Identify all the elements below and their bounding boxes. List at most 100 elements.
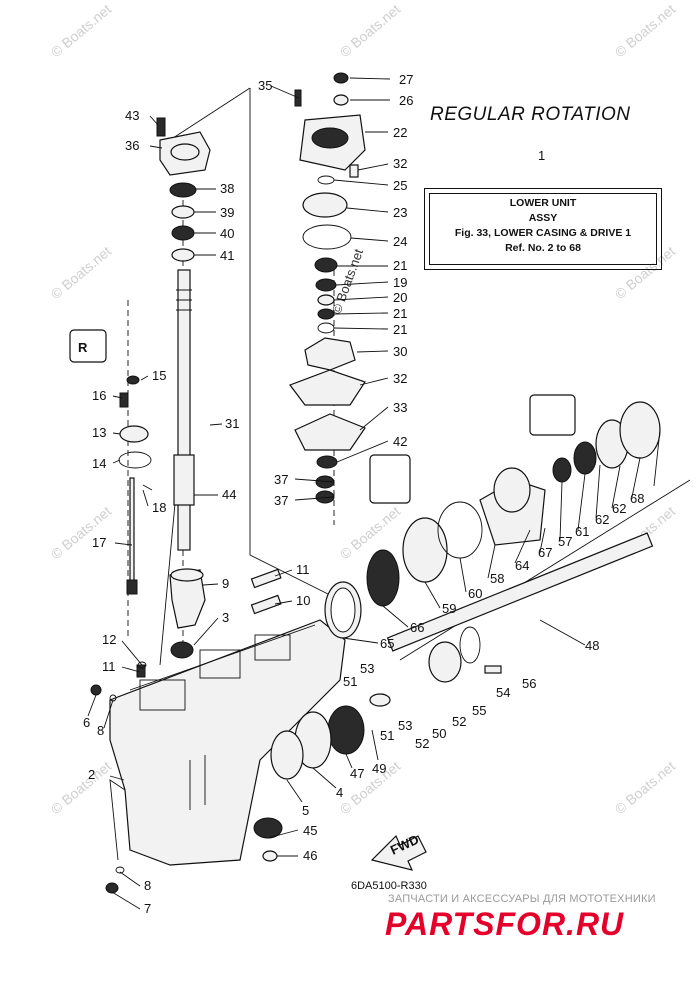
callout-63: 64 bbox=[515, 558, 529, 573]
callout-43: 43 bbox=[125, 108, 139, 123]
callout-29: 27 bbox=[399, 72, 413, 87]
reference-line-1: LOWER UNIT bbox=[509, 197, 577, 209]
callout-54: 54 bbox=[496, 685, 510, 700]
callout-57: 57 bbox=[558, 534, 572, 549]
callout-41: 41 bbox=[220, 248, 234, 263]
callout-44: 44 bbox=[222, 487, 236, 502]
callout-33: 33 bbox=[393, 400, 407, 415]
rotation-title: REGULAR ROTATION bbox=[430, 104, 631, 125]
brand-subtitle: ЗАПЧАСТИ И АКСЕССУАРЫ ДЛЯ МОТОТЕХНИКИ bbox=[388, 893, 656, 905]
callout-32: 32 bbox=[393, 371, 407, 386]
callout-52b: 52 bbox=[452, 714, 466, 729]
leader-lines bbox=[87, 77, 661, 910]
callout-39: 39 bbox=[220, 205, 234, 220]
callout-51b: 51 bbox=[380, 728, 394, 743]
callout-24: 22 bbox=[393, 125, 407, 140]
callout-16: 15 bbox=[152, 368, 166, 383]
callout-4: 4 bbox=[336, 785, 343, 800]
watermark: © Boats.net bbox=[48, 243, 115, 302]
watermark: © Boats.net bbox=[48, 503, 115, 562]
reference-line-2: ASSY bbox=[528, 212, 558, 224]
watermark: © Boats.net bbox=[48, 1, 115, 60]
callout-3: 3 bbox=[222, 610, 229, 625]
watermark: © Boats.net bbox=[612, 758, 679, 817]
callout-15: 14 bbox=[92, 456, 106, 471]
callout-36: 36 bbox=[125, 138, 139, 153]
callout-2: 2 bbox=[88, 767, 95, 782]
assembly-guide-lines bbox=[127, 87, 691, 666]
svg-text:R: R bbox=[78, 340, 88, 355]
callout-37b: 37 bbox=[274, 493, 288, 508]
callout-53b: 53 bbox=[398, 718, 412, 733]
callout-60: 60 bbox=[468, 586, 482, 601]
callout-37: 37 bbox=[274, 472, 288, 487]
callout-21b: 21 bbox=[393, 322, 407, 337]
callout-5: 5 bbox=[302, 803, 309, 818]
drive-shaft bbox=[173, 269, 195, 551]
callout-8: 8 bbox=[97, 723, 104, 738]
reference-line-3: Fig. 33, LOWER CASING & DRIVE 1 bbox=[454, 227, 632, 239]
callout-65: 66 bbox=[410, 620, 424, 635]
watermark: © Boats.net bbox=[337, 758, 404, 817]
callout-22: 21 bbox=[393, 306, 407, 321]
callout-66: 67 bbox=[538, 545, 552, 560]
callout-14: 13 bbox=[92, 425, 106, 440]
callout-27: 25 bbox=[393, 178, 407, 193]
callout-26: 24 bbox=[393, 234, 407, 249]
callout-53: 53 bbox=[360, 661, 374, 676]
callout-10: 10 bbox=[296, 593, 310, 608]
callout-20: 19 bbox=[393, 275, 407, 290]
callout-31: 31 bbox=[225, 416, 239, 431]
callout-8b: 8 bbox=[144, 878, 151, 893]
callout-62: 62 bbox=[595, 512, 609, 527]
callout-23: 21 bbox=[393, 258, 407, 273]
fwd-arrow: FWD bbox=[370, 832, 427, 871]
reference-line-4: Ref. No. 2 to 68 bbox=[505, 242, 581, 254]
callout-12: 11 bbox=[102, 659, 116, 674]
callout-40: 40 bbox=[220, 226, 234, 241]
callout-1: 1 bbox=[538, 148, 545, 163]
callout-51: 51 bbox=[343, 674, 357, 689]
callout-50: 50 bbox=[432, 726, 446, 741]
callout-13: 12 bbox=[102, 632, 116, 647]
callout-58: 58 bbox=[490, 571, 504, 586]
drawing-code: 6DA5100-R330 bbox=[351, 880, 427, 892]
callout-11: 11 bbox=[296, 562, 310, 577]
water-pump-stack bbox=[289, 72, 366, 504]
callout-19: 18 bbox=[152, 500, 166, 515]
callout-18: 17 bbox=[92, 535, 106, 550]
reference-box-inner: LOWER UNIT ASSY Fig. 33, LOWER CASING & … bbox=[429, 193, 657, 265]
watermark: © Boats.net bbox=[337, 503, 404, 562]
callout-7: 7 bbox=[144, 901, 151, 916]
shift-rod bbox=[126, 477, 138, 595]
callout-labels: 27 26 22 32 25 23 24 21 19 20 21 21 30 3… bbox=[83, 72, 644, 916]
callout-49: 49 bbox=[372, 761, 386, 776]
callout-48: 48 bbox=[585, 638, 599, 653]
callout-61: 61 bbox=[575, 524, 589, 539]
callout-30: 30 bbox=[393, 344, 407, 359]
callout-6: 6 bbox=[83, 715, 90, 730]
callout-35: 35 bbox=[258, 78, 272, 93]
callout-42: 42 bbox=[393, 434, 407, 449]
callout-34: 32 bbox=[393, 156, 407, 171]
callout-59: 59 bbox=[442, 601, 456, 616]
callout-56: 56 bbox=[522, 676, 536, 691]
callout-47: 47 bbox=[350, 766, 364, 781]
callout-64: 65 bbox=[380, 636, 394, 651]
brand-logo: PARTSFOR.RU bbox=[385, 906, 625, 942]
callout-55: 55 bbox=[472, 703, 486, 718]
callout-21: 20 bbox=[393, 290, 407, 305]
propeller-shaft-assembly bbox=[90, 394, 661, 894]
watermark: © Boats.net bbox=[48, 758, 115, 817]
watermark: © Boats.net bbox=[337, 1, 404, 60]
callout-17: 16 bbox=[92, 388, 106, 403]
callout-52: 52 bbox=[415, 736, 429, 751]
shift-components: R bbox=[69, 329, 282, 678]
callout-46: 46 bbox=[303, 848, 317, 863]
callout-62b: 62 bbox=[612, 501, 626, 516]
callout-67: 68 bbox=[630, 491, 644, 506]
upper-bearing-housing bbox=[156, 117, 211, 262]
callout-38: 38 bbox=[220, 181, 234, 196]
reference-box: LOWER UNIT ASSY Fig. 33, LOWER CASING & … bbox=[424, 188, 662, 270]
